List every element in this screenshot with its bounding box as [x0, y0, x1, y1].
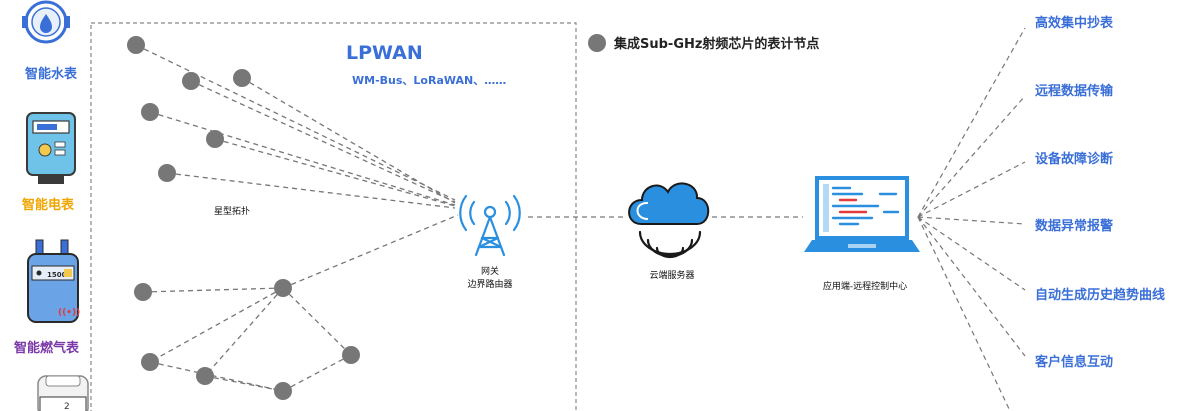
lpwan-region-border: [90, 22, 577, 411]
meter-node: [196, 367, 214, 385]
feature-item: 高效集中抄表: [1035, 16, 1114, 31]
meter-nodes: [127, 36, 360, 400]
app-center-label: 应用端-远程控制中心: [822, 282, 908, 292]
meter-node: [342, 346, 360, 364]
gateway-label-line2: 边界路由器: [467, 280, 513, 290]
meter-node: [158, 164, 176, 182]
meter-node: [274, 279, 292, 297]
laptop-app-icon: [804, 176, 920, 252]
feature-item: 数据异常报警: [1035, 219, 1114, 234]
gateway-antenna-icon: [459, 194, 521, 257]
meter-node: [233, 69, 251, 87]
water-meter-icon: [22, 0, 70, 44]
mesh-links: [142, 287, 352, 392]
cloud-server-label: 云端服务器: [649, 271, 695, 281]
electric-meter-label: 智能电表: [22, 198, 75, 213]
meter-node: [274, 382, 292, 400]
feature-links: [917, 27, 1026, 411]
electric-meter-icon: [26, 112, 76, 184]
meter-node: [182, 72, 200, 90]
bottom-meter-icon: 2: [37, 375, 89, 411]
bottom-meter-digit: 2: [64, 402, 70, 411]
gateway-label: 网关 边界路由器: [451, 266, 529, 292]
meter-node: [141, 103, 159, 121]
star-topology-label: 星型拓扑: [214, 207, 251, 217]
meter-node: [141, 353, 159, 371]
meter-node: [127, 36, 145, 54]
legend-label: 集成Sub-GHz射频芯片的表计节点: [614, 37, 820, 52]
meter-node: [206, 130, 224, 148]
lpwan-title: LPWAN: [346, 42, 423, 64]
gas-meter-label: 智能燃气表: [14, 341, 80, 356]
gas-meter-icon: 1500 ((•)): [27, 239, 80, 323]
feature-item: 客户信息互动: [1035, 355, 1114, 370]
water-meter-label: 智能水表: [25, 67, 78, 82]
legend-node-marker: [588, 33, 606, 52]
svg-text:((•)): ((•)): [58, 308, 80, 318]
legend: 集成Sub-GHz射频芯片的表计节点: [588, 33, 819, 52]
feature-item: 远程数据传输: [1035, 84, 1114, 99]
feature-item: 设备故障诊断: [1035, 152, 1114, 167]
feature-item: 自动生成历史趋势曲线: [1035, 288, 1166, 303]
star-links: [135, 44, 459, 289]
meter-node: [134, 283, 152, 301]
lpwan-subtitle: WM-Bus、LoRaWAN、……: [352, 74, 507, 87]
cloud-server-icon: [628, 182, 710, 259]
gateway-label-line1: 网关: [480, 267, 499, 277]
gas-meter-reading: 1500: [47, 271, 67, 279]
